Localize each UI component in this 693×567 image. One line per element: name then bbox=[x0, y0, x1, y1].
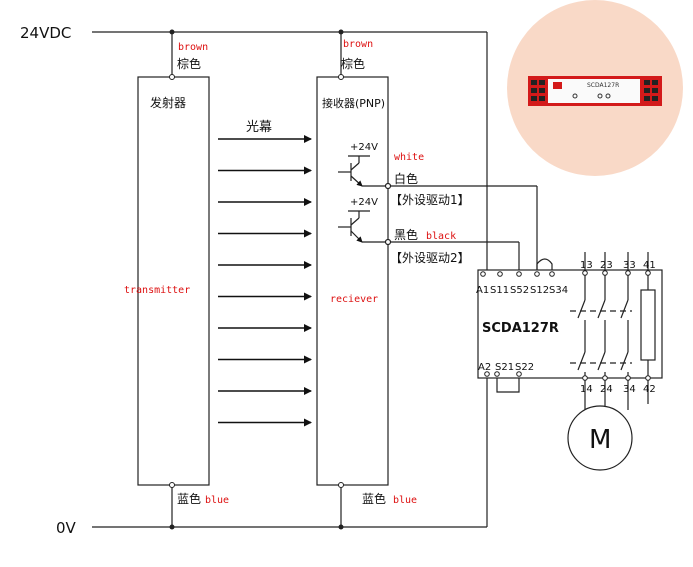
receiver-label: reciever bbox=[330, 294, 378, 305]
receiver-brown-label: brown bbox=[343, 39, 373, 50]
contact-13: 13 bbox=[580, 260, 593, 271]
output-wires bbox=[384, 182, 538, 270]
motor: M bbox=[567, 405, 633, 471]
transmitter-box bbox=[137, 29, 210, 530]
terminal-s34: S34 bbox=[549, 285, 568, 296]
transmitter-title: 发射器 bbox=[150, 95, 186, 110]
light-curtain-beams bbox=[218, 135, 312, 427]
contact-23: 23 bbox=[600, 260, 613, 271]
pnp-transistor-2 bbox=[338, 210, 388, 243]
contact-42: 42 bbox=[643, 384, 656, 395]
relay-module bbox=[477, 258, 663, 393]
terminal-s12: S12 bbox=[530, 285, 549, 296]
relay-bottom-terminals: A2 S21 S22 bbox=[478, 362, 534, 373]
light-curtain-label: 光幕 bbox=[246, 120, 272, 135]
contact-top-terminals: 13 23 33 41 bbox=[580, 260, 656, 276]
contact-14: 14 bbox=[580, 384, 593, 395]
terminal-a2: A2 bbox=[478, 362, 491, 373]
output1-color-cn: 白色 bbox=[394, 171, 418, 186]
ground-rail-label: 0V bbox=[56, 519, 77, 537]
contact-41: 41 bbox=[643, 260, 656, 271]
transmitter-brown-label: brown bbox=[178, 42, 208, 53]
receiver-blue-label: blue bbox=[393, 495, 417, 506]
terminal-s22: S22 bbox=[515, 362, 534, 373]
output2-color-cn: 黑色 bbox=[394, 228, 418, 242]
receiver-box bbox=[316, 29, 389, 530]
terminal-s52: S52 bbox=[510, 285, 529, 296]
output1-supply: +24V bbox=[350, 142, 378, 153]
transmitter-blue-cn: 蓝色 bbox=[177, 492, 201, 506]
terminal-a1: A1 bbox=[476, 285, 489, 296]
motor-label: M bbox=[589, 425, 611, 455]
pnp-transistor-1 bbox=[338, 155, 388, 187]
receiver-brown-cn: 棕色 bbox=[341, 56, 365, 71]
relay-contacts bbox=[570, 252, 656, 410]
transmitter-label: transmitter bbox=[124, 285, 190, 296]
output2-color-en: black bbox=[426, 231, 456, 242]
output2-supply: +24V bbox=[350, 197, 378, 208]
transmitter-brown-cn: 棕色 bbox=[177, 56, 201, 71]
contact-34: 34 bbox=[623, 384, 636, 395]
receiver-title: 接收器(PNP) bbox=[322, 96, 385, 110]
contact-bottom-terminals: 14 24 34 42 bbox=[580, 375, 656, 395]
output1-color-en: white bbox=[394, 152, 424, 163]
power-rails bbox=[92, 31, 488, 528]
contact-24: 24 bbox=[600, 384, 613, 395]
output2-note: 【外设驱动2】 bbox=[390, 251, 470, 265]
transmitter-blue-label: blue bbox=[205, 495, 229, 506]
terminal-s21: S21 bbox=[495, 362, 514, 373]
product-photo: SCDA127R bbox=[507, 0, 683, 176]
output1-note: 【外设驱动1】 bbox=[390, 193, 470, 207]
photo-model-label: SCDA127R bbox=[587, 82, 619, 89]
relay-top-terminals: A1 S11 S52 S12 S34 bbox=[476, 285, 568, 296]
supply-rail-label: 24VDC bbox=[20, 24, 71, 42]
contact-33: 33 bbox=[623, 260, 636, 271]
terminal-s11: S11 bbox=[490, 285, 509, 296]
relay-model-label: SCDA127R bbox=[482, 321, 559, 336]
receiver-blue-cn: 蓝色 bbox=[362, 492, 386, 506]
